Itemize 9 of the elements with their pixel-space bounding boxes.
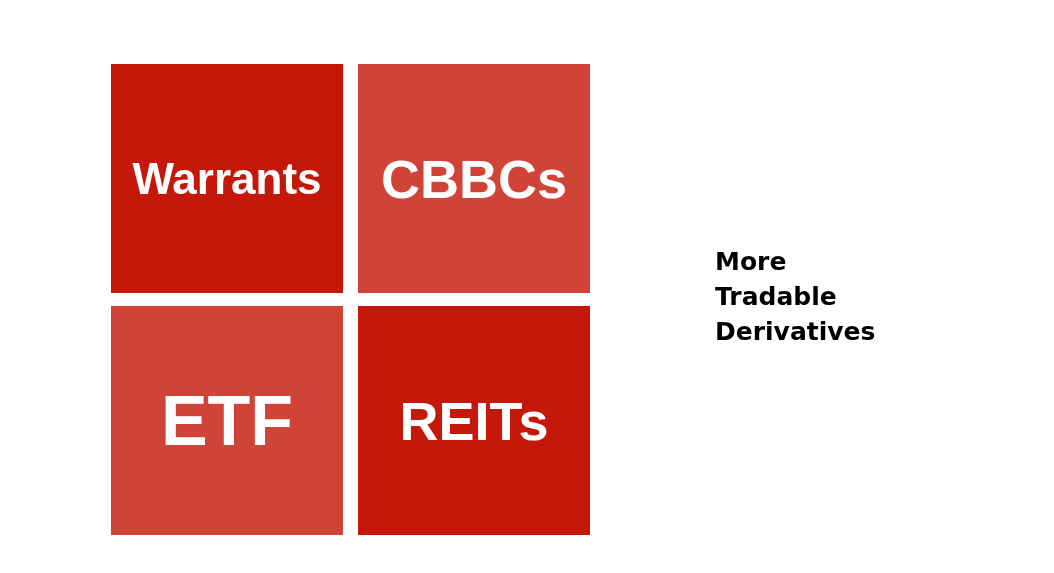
category-tile — [358, 64, 590, 293]
tile-label: Warrants — [132, 153, 322, 204]
category-tile — [111, 64, 343, 293]
tile-label: CBBCs — [381, 147, 567, 210]
tile-label: REITs — [399, 389, 549, 452]
side-heading: More Tradable Derivatives — [715, 246, 877, 348]
category-tile — [111, 306, 343, 535]
category-tile — [358, 306, 590, 535]
tile-label: ETF — [160, 380, 294, 461]
